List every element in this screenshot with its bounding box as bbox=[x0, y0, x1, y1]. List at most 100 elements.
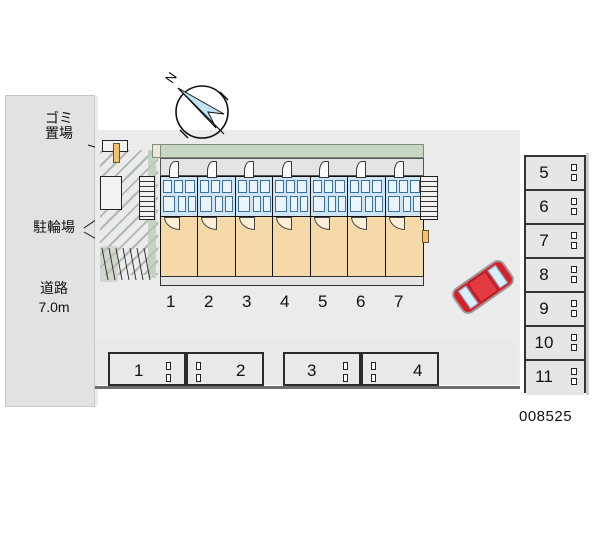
unit-fixture bbox=[372, 180, 383, 193]
unit-door-swing-icon bbox=[164, 217, 180, 230]
parking-stall[interactable]: 4 bbox=[361, 352, 439, 386]
parking-stall[interactable]: 9 bbox=[526, 293, 584, 327]
stairs-right bbox=[420, 176, 438, 220]
unit-fixture bbox=[200, 196, 213, 212]
unit-fixture bbox=[398, 180, 408, 193]
unit-living-room bbox=[161, 217, 198, 277]
parking-stall[interactable]: 11 bbox=[526, 361, 584, 395]
unit-fixture bbox=[237, 180, 247, 193]
parking-stall[interactable]: 10 bbox=[526, 327, 584, 361]
unit-fixture bbox=[409, 180, 420, 193]
unit-fixture bbox=[312, 196, 325, 212]
label-road-width: 7.0m bbox=[38, 299, 70, 315]
unit-door-swing-icon bbox=[313, 217, 330, 230]
unit-number: 4 bbox=[280, 292, 290, 311]
parking-stall-number: 11 bbox=[535, 367, 553, 386]
unit-fixture bbox=[178, 196, 186, 212]
parking-stall-number: 2 bbox=[236, 361, 246, 380]
unit-number: 6 bbox=[356, 292, 366, 311]
unit-wet-area bbox=[273, 177, 310, 217]
parking-stall[interactable]: 6 bbox=[526, 191, 584, 225]
apartment-unit bbox=[385, 161, 423, 277]
unit-fixture bbox=[402, 196, 411, 212]
parking-stall[interactable]: 3 bbox=[283, 352, 361, 386]
unit-fixture bbox=[327, 196, 336, 212]
parking-stall-number: 4 bbox=[413, 361, 423, 380]
stairs-left bbox=[139, 176, 155, 220]
compass-rose: N bbox=[160, 68, 238, 142]
parking-stall[interactable]: 5 bbox=[526, 157, 584, 191]
unit-fixture bbox=[211, 180, 221, 193]
unit-fixture bbox=[350, 180, 360, 193]
wheel-stop-icon bbox=[196, 362, 202, 386]
unit-living-room bbox=[385, 217, 423, 277]
unit-fixture bbox=[361, 180, 371, 193]
unit-fixture bbox=[200, 180, 210, 193]
label-road: 道路 7.0m bbox=[16, 280, 92, 316]
unit-entry-door-icon bbox=[206, 161, 217, 178]
unit-fixture bbox=[237, 196, 250, 212]
wheel-stop-icon bbox=[571, 300, 578, 320]
unit-living-room bbox=[198, 217, 235, 277]
unit-wet-area bbox=[198, 177, 235, 217]
unit-entry-door-icon bbox=[393, 161, 404, 178]
wheel-stop-icon bbox=[571, 266, 578, 286]
unit-fixture bbox=[188, 196, 196, 212]
unit-fixture bbox=[365, 196, 374, 212]
label-garbage-line1: ゴミ bbox=[45, 111, 73, 127]
parking-stall[interactable]: 1 bbox=[108, 352, 186, 386]
unit-fixture bbox=[323, 180, 333, 193]
unit-door-swing-icon bbox=[276, 217, 293, 230]
unit-fixture bbox=[222, 180, 233, 193]
unit-number: 7 bbox=[394, 292, 404, 311]
unit-fixture bbox=[290, 196, 299, 212]
unit-fixture bbox=[387, 196, 400, 212]
unit-fixture bbox=[163, 180, 172, 193]
unit-living-room bbox=[348, 217, 385, 277]
apartment-unit bbox=[235, 161, 274, 277]
unit-fixture bbox=[225, 196, 234, 212]
wheel-stop-icon bbox=[571, 334, 578, 354]
unit-fixture bbox=[262, 196, 271, 212]
unit-door-swing-icon bbox=[388, 217, 405, 230]
unit-living-room bbox=[310, 217, 348, 277]
bicycle-rack-box bbox=[100, 176, 122, 210]
unit-fixture bbox=[350, 196, 363, 212]
label-garbage-line2: 置場 bbox=[45, 126, 73, 142]
parking-stall-number: 3 bbox=[307, 361, 317, 380]
wheel-stop-icon bbox=[343, 362, 349, 386]
unit-fixture bbox=[259, 180, 270, 193]
unit-fixture bbox=[215, 196, 224, 212]
unit-fixture bbox=[375, 196, 384, 212]
parking-stall-number: 6 bbox=[539, 197, 549, 216]
unit-wet-area bbox=[310, 177, 348, 217]
unit-living-room bbox=[235, 217, 273, 277]
unit-door-swing-icon bbox=[351, 217, 368, 230]
unit-fixture bbox=[163, 196, 175, 212]
parking-stall[interactable]: 8 bbox=[526, 259, 584, 293]
side-door-icon bbox=[422, 230, 429, 243]
unit-entry-door-icon bbox=[281, 161, 292, 178]
unit-number: 3 bbox=[242, 292, 252, 311]
balcony-strip bbox=[160, 276, 424, 286]
unit-wet-area bbox=[348, 177, 385, 217]
unit-fixture bbox=[252, 196, 261, 212]
parking-stall-number: 10 bbox=[534, 333, 554, 352]
parking-stall-number: 1 bbox=[134, 361, 144, 380]
apartment-unit bbox=[198, 161, 236, 277]
unit-row bbox=[160, 161, 424, 277]
label-garbage-area: ゴミ 置場 bbox=[28, 112, 90, 142]
unit-fixture bbox=[312, 180, 322, 193]
unit-fixture bbox=[387, 180, 397, 193]
unit-fixture bbox=[297, 180, 308, 193]
parking-stall-number: 9 bbox=[539, 299, 549, 318]
apartment-unit bbox=[348, 161, 386, 277]
building-roof bbox=[160, 144, 424, 158]
parking-stall-number: 8 bbox=[539, 265, 549, 284]
parking-stall[interactable]: 2 bbox=[186, 352, 264, 386]
unit-fixture bbox=[334, 180, 345, 193]
site-bottom-edge bbox=[95, 386, 520, 389]
parking-stall[interactable]: 7 bbox=[526, 225, 584, 259]
